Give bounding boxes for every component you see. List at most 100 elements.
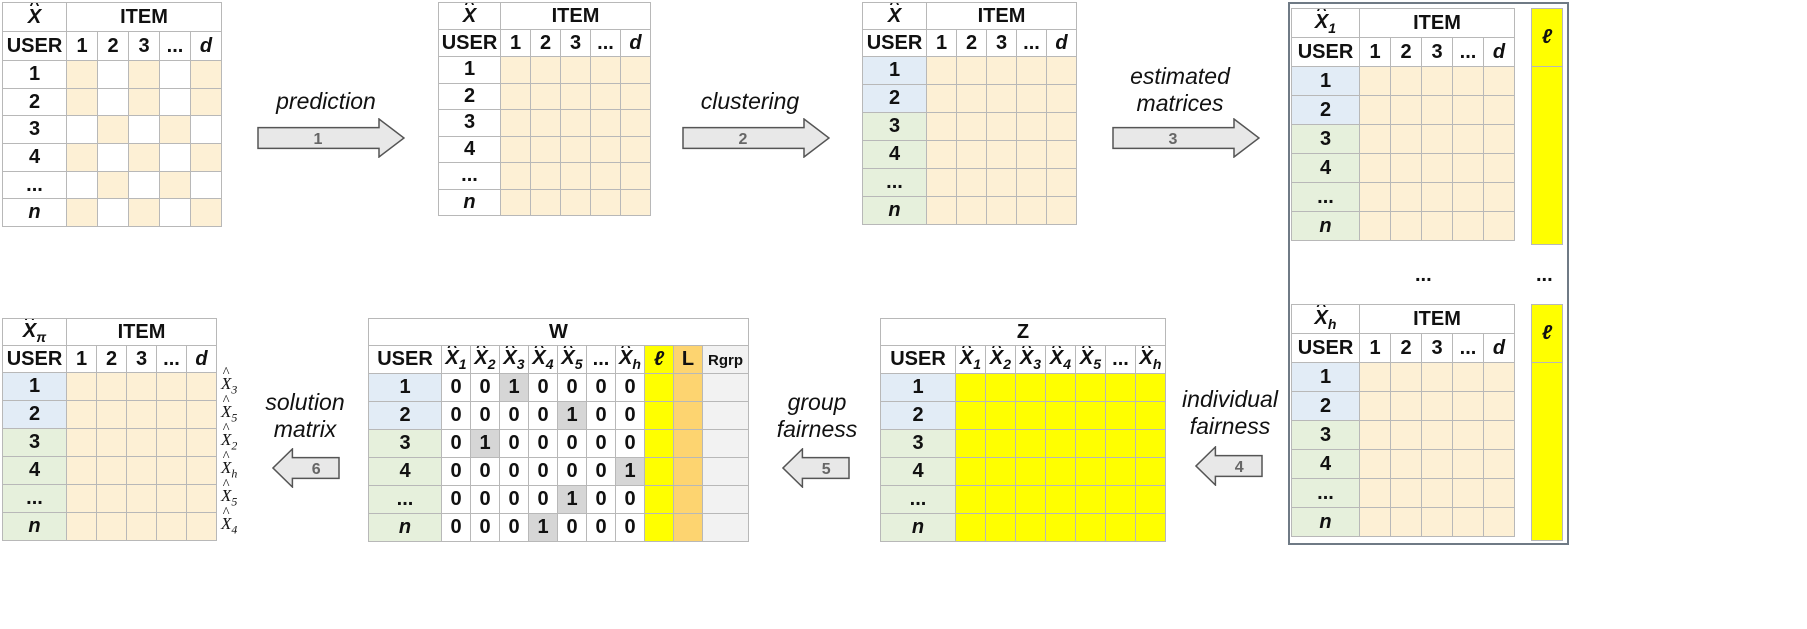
- user-row-header: 4: [2, 143, 67, 172]
- arrow-shape: [257, 118, 405, 158]
- assignment-cell: 0: [528, 401, 558, 430]
- matrix-symbol-symbol: X: [888, 4, 902, 28]
- assignment-cell: 0: [586, 429, 616, 458]
- item-col-header: ...: [1452, 333, 1484, 363]
- assignment-cell: 0: [441, 457, 471, 486]
- z-cell: [1135, 429, 1166, 458]
- matrix-cell: [66, 170, 98, 200]
- item-col-header: 3: [986, 29, 1017, 57]
- assignment-cell: 0: [615, 373, 645, 402]
- matrix-cell: [619, 109, 652, 137]
- assignment-cell: 0: [499, 429, 529, 458]
- matrix-cell: [926, 140, 957, 169]
- assignment-cell: 0: [499, 457, 529, 486]
- item-col-header: 3: [126, 345, 157, 373]
- matrix-cell: [619, 56, 652, 84]
- assigned-index: 4: [231, 522, 238, 537]
- matrix-cell: [128, 170, 160, 200]
- matrix-symbol-subscript: h: [1327, 315, 1337, 332]
- assignment-cell: 0: [557, 513, 587, 542]
- matrix-cell: [560, 135, 591, 163]
- xhat-symbol: X: [221, 450, 232, 478]
- matrix-cell: [1482, 507, 1516, 537]
- xhat-symbol: X: [474, 347, 488, 370]
- user-row-header: 3: [438, 109, 501, 137]
- matrix-cell: [97, 143, 129, 172]
- z-cell: [955, 513, 986, 542]
- z-cell: [1105, 457, 1136, 486]
- item-col-header: d: [185, 345, 218, 373]
- user-row-header: n: [880, 513, 956, 542]
- assigned-matrix-label: X5: [221, 394, 237, 425]
- label-text: prediction: [276, 88, 376, 114]
- matrix-cell: [1390, 362, 1422, 392]
- z-cell: [1015, 401, 1046, 430]
- xhat-symbol: X: [1050, 347, 1064, 370]
- matrix-cell: [1452, 391, 1484, 421]
- user-header: USER: [1291, 37, 1360, 67]
- user-row-header: 2: [1291, 391, 1360, 421]
- matrix-symbol: X: [438, 2, 501, 30]
- assignment-cell: 0: [615, 401, 645, 430]
- l-cell: [673, 457, 703, 486]
- matrix-cell: [530, 82, 561, 110]
- xhat-symbol: X: [561, 347, 575, 370]
- step-number: 5: [822, 461, 831, 478]
- matrix-symbol: Xh: [1291, 304, 1360, 334]
- item-col-header: ...: [159, 31, 191, 61]
- matrix-cell: [1390, 507, 1422, 537]
- assigned-index: 5: [231, 494, 238, 509]
- item-header: ITEM: [65, 2, 223, 32]
- xhat-col-header: Xh: [1135, 345, 1166, 374]
- matrix-cell: [1045, 140, 1078, 169]
- matrix-cell: [1421, 420, 1453, 450]
- matrix-cell: [97, 60, 129, 89]
- matrix-cell: [1045, 112, 1078, 141]
- z-cell: [1135, 401, 1166, 430]
- loss-cell: [644, 373, 674, 402]
- xhat-col-index: 2: [487, 356, 496, 372]
- assignment-cell: 0: [615, 429, 645, 458]
- arrow-shape: [682, 118, 830, 158]
- xhat-col-index: 2: [1003, 356, 1012, 372]
- user-row-header: ...: [1291, 182, 1360, 212]
- xhat-col-header: X5: [1075, 345, 1106, 374]
- loss-cell: [644, 429, 674, 458]
- matrix-cell: [156, 372, 187, 401]
- user-row-header: ...: [368, 485, 442, 514]
- assignment-cell: 0: [499, 401, 529, 430]
- matrix-cell: [1421, 211, 1453, 241]
- user-row-header: ...: [2, 170, 67, 200]
- item-col-header: 1: [1359, 333, 1391, 363]
- user-header: USER: [438, 29, 501, 57]
- assignment-cell: 0: [470, 513, 500, 542]
- xhat-symbol: X: [445, 347, 459, 370]
- xhat-symbol: X: [221, 394, 232, 422]
- matrix-cell: [1390, 153, 1422, 183]
- user-row-header: n: [2, 198, 67, 228]
- matrix-cell: [986, 140, 1017, 169]
- matrix-cell: [986, 168, 1017, 197]
- matrix-cell: [1452, 478, 1484, 508]
- xhat-col-index: 4: [1063, 356, 1072, 372]
- l-header: L: [673, 345, 703, 374]
- label-line-1: group: [787, 389, 847, 415]
- user-row-header: 2: [368, 401, 442, 430]
- matrix-w: WUSERX1X2X3X4X5...XhℓLRgrp10010000200001…: [368, 318, 749, 542]
- matrix-cell: [66, 143, 98, 172]
- user-row-header: 1: [1291, 66, 1360, 96]
- user-row-header: 3: [1291, 124, 1360, 154]
- step-1-arrow: 1: [257, 118, 405, 158]
- step-number: 6: [312, 461, 321, 478]
- assignment-cell: 1: [499, 373, 529, 402]
- matrix-cell: [1421, 362, 1453, 392]
- z-cell: [1075, 401, 1106, 430]
- matrix-cell: [185, 372, 218, 401]
- matrix-cell: [185, 428, 218, 457]
- assigned-matrix-label: Xh: [221, 450, 237, 481]
- matrix-cell: [590, 188, 621, 216]
- matrix-cell: [156, 428, 187, 457]
